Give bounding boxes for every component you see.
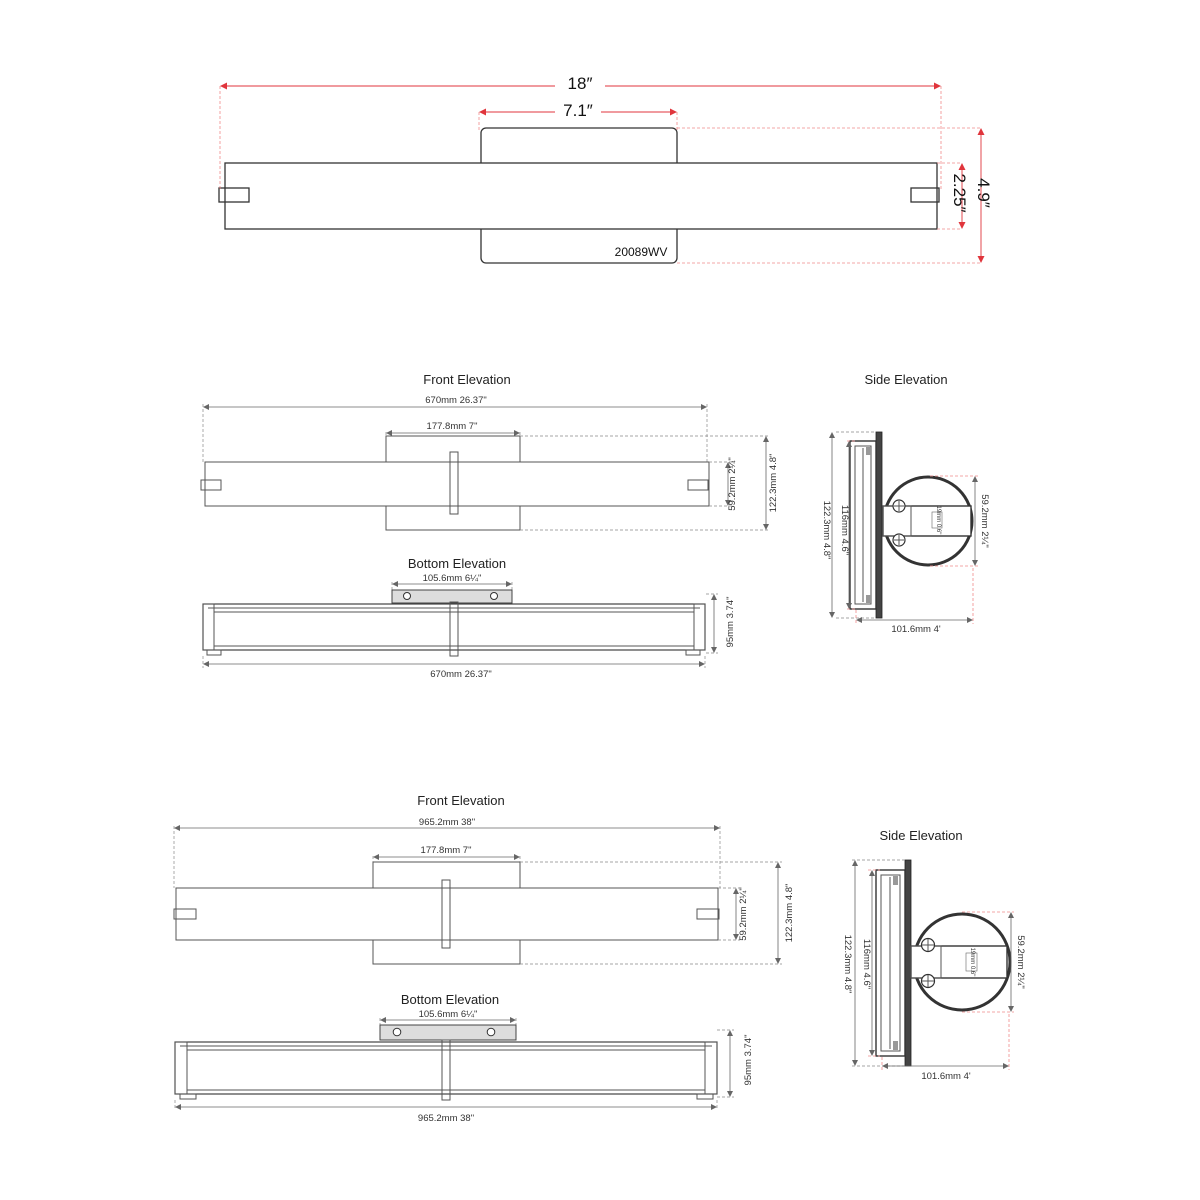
d2-front-bar (175, 887, 719, 941)
d1-front-bar-height-label: 59.2mm 2¼" (727, 457, 738, 511)
d2-side-height-inner-label: 116mm 4.6" (861, 939, 872, 989)
top-left-end-cap (218, 187, 250, 203)
d1-bottom-center-bracket (449, 601, 459, 657)
d1-bottom-title: Bottom Elevation (408, 556, 506, 571)
d1-front-plate-width-label: 177.8mm 7" (427, 421, 478, 432)
d1-side-title: Side Elevation (864, 372, 947, 387)
d2-side-elevation: Side Elevation 19mm 0.6" 122.3mm 4.8" 1 (842, 828, 1026, 1082)
d1-bottom-elevation: Bottom Elevation 105.6mm 6¼" 95mm 3.74" (202, 556, 736, 680)
d1-front-plate-height-label: 122.3mm 4.8" (768, 454, 779, 513)
d2-bottom-screw-right (486, 1027, 496, 1037)
d1-bottom-width-label: 670mm 26.37" (430, 669, 491, 680)
d2-front-width-label: 965.2mm 38" (419, 817, 475, 828)
d2-front-elevation: Front Elevation 965.2mm 38" 177.8mm 7" 5… (173, 793, 795, 965)
d1-front-elevation: Front Elevation 670mm 26.37" 177.8mm 7" … (200, 372, 779, 531)
d2-side-title: Side Elevation (879, 828, 962, 843)
d1-front-left-cap (200, 479, 222, 491)
d1-front-bar (204, 461, 710, 507)
d1-side-height-inner-label: 116mm 4.6" (839, 505, 850, 555)
top-bar (224, 162, 938, 230)
diagram-2: Front Elevation 965.2mm 38" 177.8mm 7" 5… (173, 793, 1026, 1124)
top-plate-width-label: 7.1″ (563, 101, 593, 120)
d2-side-height-outer-label: 122.3mm 4.8" (842, 935, 853, 994)
d2-bottom-body (174, 1041, 718, 1095)
d2-front-left-cap (173, 908, 197, 920)
d2-front-plate-height-label: 122.3mm 4.8" (784, 884, 795, 943)
d1-side-height-outer-label: 122.3mm 4.8" (821, 501, 832, 560)
d1-side-small-label: 19mm 0.6" (935, 506, 941, 535)
d2-front-bar-height-label: 59.2mm 2¼" (738, 887, 749, 941)
d2-side-small-label: 19mm 0.6" (969, 948, 975, 977)
model-number: 20089WV (615, 245, 668, 259)
d1-bottom-screw-right (490, 592, 498, 600)
d2-bottom-depth-label: 95mm 3.74" (743, 1035, 754, 1086)
d1-side-wall-plate (875, 431, 883, 619)
d2-side-ring-height-label: 59.2mm 2¼" (1015, 935, 1026, 989)
top-overall-height-label: 4.9″ (974, 178, 993, 208)
d1-bottom-depth-label: 95mm 3.74" (725, 597, 736, 648)
d1-bottom-plate (391, 589, 513, 604)
top-right-end-cap (910, 187, 940, 203)
d2-front-center-bracket (441, 879, 451, 949)
d2-side-wall-plate (904, 859, 912, 1067)
d1-bottom-screw-left (403, 592, 411, 600)
d1-front-right-cap (687, 479, 709, 491)
d1-side-elevation: Side Elevation 19mm 0.6" 122.3mm 4.8" 1 (821, 372, 990, 635)
top-bar-height-label: 2.25″ (950, 173, 969, 212)
d2-front-title: Front Elevation (417, 793, 504, 808)
d1-side-ring-height-label: 59.2mm 2¼" (979, 494, 990, 548)
d1-front-width-label: 670mm 26.37" (425, 395, 486, 406)
top-drawing: 18″ 7.1″ 4.9″ 2.25″ 20089WV (218, 74, 993, 264)
d1-bottom-body (202, 603, 706, 651)
d2-bottom-screw-left (392, 1027, 402, 1037)
d2-side-depth-label: 101.6mm 4' (921, 1071, 971, 1082)
d2-bottom-elevation: Bottom Elevation 105.6mm 6¼" 95mm 3.74" (174, 992, 754, 1124)
d2-front-right-cap (696, 908, 720, 920)
d2-bottom-width-label: 965.2mm 38" (418, 1113, 474, 1124)
d2-front-plate-width-label: 177.8mm 7" (421, 845, 472, 856)
d2-bottom-center-bracket (441, 1039, 451, 1101)
d1-bottom-plate-width-label: 105.6mm 6¼" (423, 573, 482, 584)
d1-front-center-bracket (449, 451, 459, 515)
d1-front-title: Front Elevation (423, 372, 510, 387)
d1-side-depth-label: 101.6mm 4' (891, 624, 941, 635)
top-overall-width-label: 18″ (568, 74, 593, 93)
diagram-1: Front Elevation 670mm 26.37" 177.8mm 7" … (200, 372, 990, 680)
d2-bottom-plate-width-label: 105.6mm 6¼" (419, 1009, 478, 1020)
d2-bottom-title: Bottom Elevation (401, 992, 499, 1007)
